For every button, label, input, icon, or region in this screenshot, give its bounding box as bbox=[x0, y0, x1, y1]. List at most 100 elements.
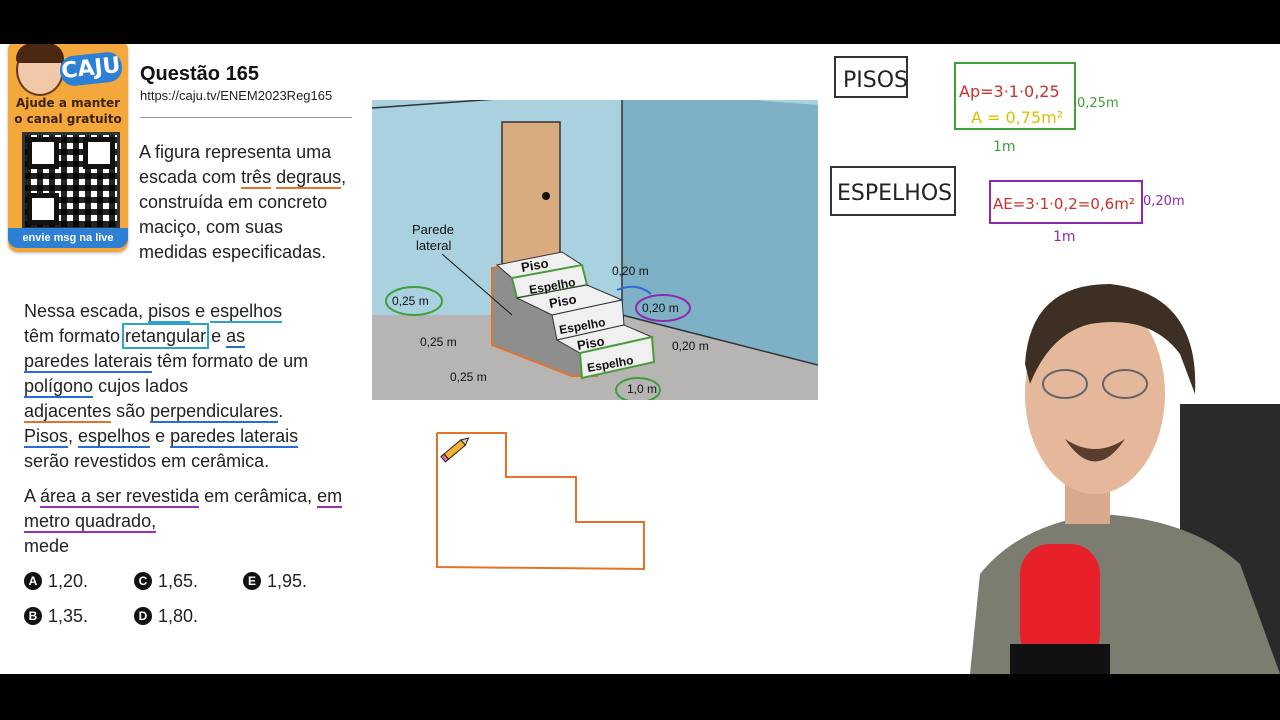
dim-020-c: 0,20 m bbox=[672, 339, 709, 353]
dim-020-b: 0,20 m bbox=[642, 301, 679, 315]
option-a[interactable]: A 1,20. bbox=[24, 571, 88, 592]
body-text: são bbox=[111, 401, 151, 421]
espelhos-side: 0,20m bbox=[1143, 194, 1185, 209]
label-piso-2: Piso bbox=[548, 291, 578, 311]
face bbox=[1025, 294, 1165, 494]
promo-line-1: Ajude a manter bbox=[15, 96, 121, 110]
highlight-paredes: paredes laterais bbox=[24, 351, 153, 373]
option-b[interactable]: B 1,35. bbox=[24, 606, 88, 627]
highlight-degraus: degraus bbox=[276, 167, 342, 189]
presenter-webcam bbox=[970, 284, 1280, 674]
glasses-left bbox=[1042, 369, 1088, 399]
question-body: Nessa escada, pisos e espelhos têm forma… bbox=[24, 299, 354, 474]
body-text: e bbox=[206, 326, 227, 346]
pisos-formula: Ap=3·1·0,25 bbox=[959, 82, 1060, 101]
option-e[interactable]: E 1,95. bbox=[243, 571, 307, 592]
dim-020-a: 0,20 m bbox=[612, 264, 649, 278]
label-lateral: lateral bbox=[416, 238, 452, 253]
pisos-width: 1m bbox=[993, 139, 1016, 155]
green-circle-025 bbox=[385, 286, 443, 316]
question-intro: A figura representa uma escada com três … bbox=[139, 140, 354, 265]
highlight-tres: três bbox=[241, 167, 272, 189]
option-b-value: 1,35. bbox=[48, 606, 89, 626]
mic-stand bbox=[1010, 644, 1110, 674]
option-d[interactable]: D 1,80. bbox=[134, 606, 198, 627]
option-c-value: 1,65. bbox=[158, 571, 199, 591]
body-text: e bbox=[190, 301, 211, 321]
purple-circle-020 bbox=[635, 294, 691, 322]
right-wall bbox=[622, 100, 818, 370]
option-c[interactable]: C 1,65. bbox=[134, 571, 198, 592]
highlight-paredes-2: paredes laterais bbox=[170, 426, 299, 448]
handwritten-notes: PISOS Ap=3·1·0,25 A = 0,75m² 0,25m 1m ES… bbox=[830, 56, 1185, 245]
body-text: têm formato de um bbox=[152, 351, 309, 371]
highlight-espelhos-2: espelhos bbox=[78, 426, 151, 448]
dim-025-b: 0,25 m bbox=[420, 335, 457, 349]
glasses-right bbox=[1102, 369, 1148, 399]
video-frame: CAJU Ajude a manter o canal gratuito env… bbox=[0, 44, 1280, 674]
highlight-pisos-2: Pisos bbox=[24, 426, 69, 448]
green-circle-10 bbox=[615, 377, 661, 400]
body-text: Nessa escada, bbox=[24, 301, 149, 321]
option-d-badge: D bbox=[134, 607, 152, 625]
espelhos-width: 1m bbox=[1053, 229, 1076, 245]
pisos-box bbox=[834, 56, 908, 98]
espelhos-result-box bbox=[989, 180, 1143, 224]
espelhos-label: ESPELHOS bbox=[837, 181, 952, 206]
option-d-value: 1,80. bbox=[158, 606, 199, 626]
highlight-poligono: polígono bbox=[24, 376, 94, 398]
pencil-icon[interactable] bbox=[440, 435, 471, 463]
dim-025-a: 0,25 m bbox=[392, 294, 429, 308]
staircase-figure: Piso Espelho Piso Espelho Piso Espelho P… bbox=[372, 100, 818, 400]
body-text: cujos lados bbox=[93, 376, 189, 396]
label-piso-1: Piso bbox=[520, 255, 550, 275]
question-url: https://caju.tv/ENEM2023Reg165 bbox=[140, 88, 333, 103]
espelhos-box bbox=[830, 166, 956, 216]
option-b-badge: B bbox=[24, 607, 42, 625]
espelhos-formula: AE=3·1·0,2=0,6m² bbox=[993, 195, 1135, 213]
promo-line-2: o canal gratuito bbox=[14, 112, 122, 126]
highlight-area: área a ser revestida bbox=[40, 486, 200, 508]
highlight-pisos: pisos bbox=[148, 301, 191, 323]
intro-text: A figura representa uma escada com bbox=[139, 142, 332, 187]
question-ask: A área a ser revestida em cerâmica, em m… bbox=[24, 484, 354, 559]
mascot-avatar bbox=[16, 44, 64, 96]
highlight-adjacentes: adjacentes bbox=[24, 401, 112, 423]
promo-cta: envie msg na live bbox=[8, 228, 128, 248]
body-text: . bbox=[278, 401, 284, 421]
ask-text: em cerâmica, bbox=[199, 486, 318, 506]
promo-card: CAJU Ajude a manter o canal gratuito env… bbox=[8, 44, 128, 252]
ask-text: A bbox=[24, 486, 41, 506]
pisos-result-box bbox=[954, 62, 1076, 130]
option-c-badge: C bbox=[134, 572, 152, 590]
body-text: , bbox=[68, 426, 79, 446]
option-a-badge: A bbox=[24, 572, 42, 590]
pisos-result: A = 0,75m² bbox=[971, 108, 1063, 127]
microphone bbox=[1020, 544, 1100, 664]
brand-logo: CAJU bbox=[58, 50, 124, 88]
door bbox=[501, 121, 561, 273]
ask-text: mede bbox=[24, 536, 70, 556]
pisos-label: PISOS bbox=[843, 68, 908, 93]
body-text: e bbox=[150, 426, 171, 446]
sketch-polygon bbox=[436, 432, 645, 571]
label-piso-3: Piso bbox=[576, 333, 606, 353]
body-text: têm formato bbox=[24, 326, 126, 346]
intro-text-end: , construída em concreto maciço, com sua… bbox=[139, 167, 347, 262]
highlight-retangular: retangular bbox=[122, 323, 210, 349]
lateral-wall-sketch bbox=[436, 432, 645, 571]
beard bbox=[1065, 439, 1125, 462]
highlight-espelhos: espelhos bbox=[210, 301, 283, 323]
option-e-value: 1,95. bbox=[267, 571, 308, 591]
option-e-badge: E bbox=[243, 572, 261, 590]
highlight-perpendiculares: perpendiculares bbox=[150, 401, 279, 423]
dim-025-c: 0,25 m bbox=[450, 370, 487, 384]
highlight-as: as bbox=[226, 326, 246, 348]
blue-annotation bbox=[616, 285, 652, 295]
dim-10: 1,0 m bbox=[627, 382, 657, 396]
highlight-metro: em metro quadrado, bbox=[24, 486, 343, 533]
pisos-side: 0,25m bbox=[1077, 96, 1119, 111]
option-a-value: 1,20. bbox=[48, 571, 89, 591]
qr-code-icon bbox=[22, 132, 120, 230]
question-title: Questão 165 bbox=[140, 63, 259, 85]
